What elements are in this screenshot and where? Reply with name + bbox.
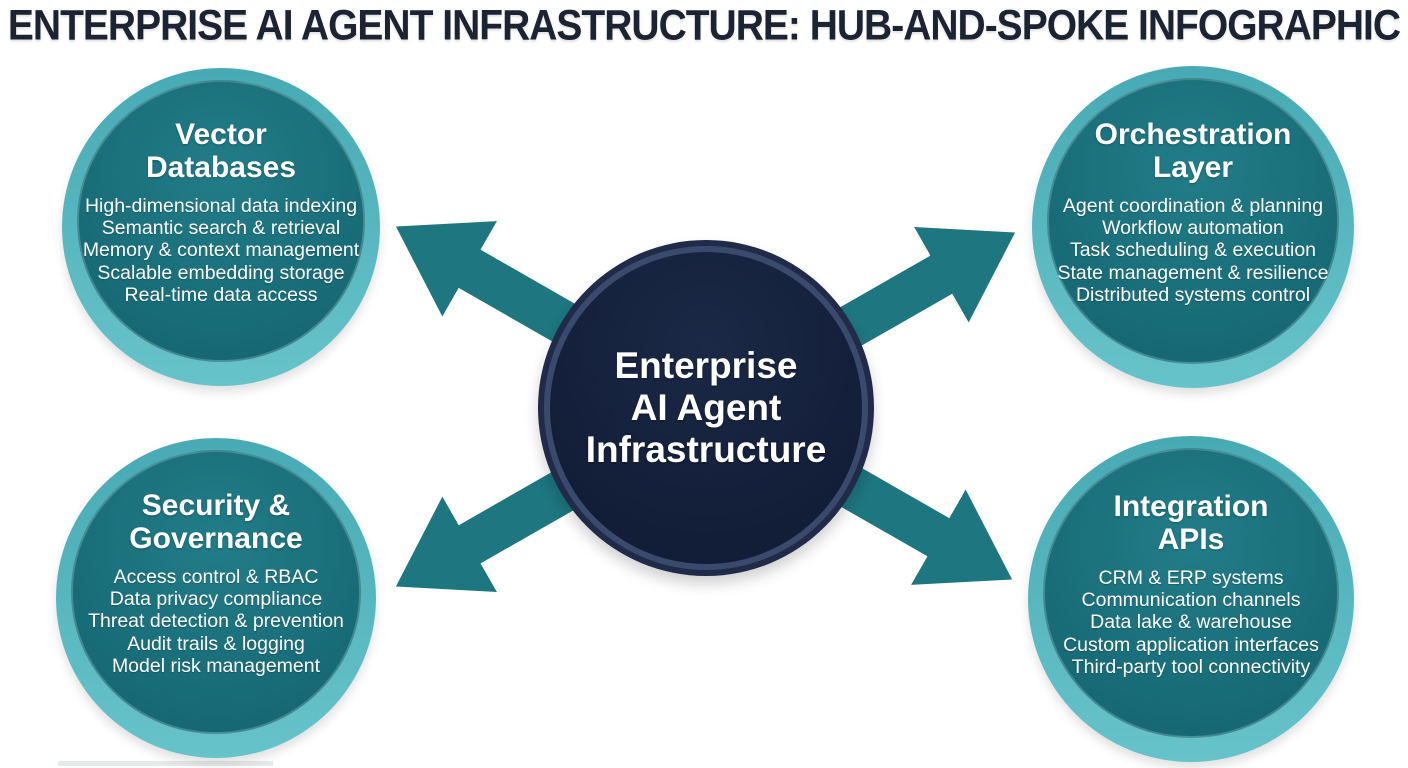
node-item: Third-party tool connectivity xyxy=(1071,655,1311,678)
node-item: Threat detection & prevention xyxy=(88,610,344,633)
node-item: Memory & context management xyxy=(82,239,360,262)
node-item-list: High-dimensional data indexing Semantic … xyxy=(83,195,359,306)
node-security-governance: Security & Governance Access control & R… xyxy=(56,438,376,758)
node-item: State management & resilience xyxy=(1057,261,1329,284)
node-item: Distributed systems control xyxy=(1075,283,1311,306)
node-item: Model risk management xyxy=(111,654,321,677)
node-heading-line: Orchestration xyxy=(1094,117,1292,151)
node-item: Audit trails & logging xyxy=(127,632,305,655)
node-item: High-dimensional data indexing xyxy=(84,194,358,217)
node-item: Communication channels xyxy=(1081,589,1301,612)
node-heading-line: Layer xyxy=(1152,150,1234,184)
node-item: Scalable embedding storage xyxy=(97,261,345,284)
hub-body: Enterprise AI Agent Infrastructure xyxy=(544,246,868,570)
node-item: Agent coordination & planning xyxy=(1062,194,1324,217)
node-heading-line: Integration xyxy=(1113,489,1269,523)
hub-label-line: Infrastructure xyxy=(585,429,827,471)
node-item: Access control & RBAC xyxy=(113,565,319,588)
node-heading-line: Security & xyxy=(141,488,291,522)
node-item: Data privacy compliance xyxy=(109,588,323,611)
node-security-governance-body: Security & Governance Access control & R… xyxy=(71,450,361,734)
page-title: ENTERPRISE AI AGENT INFRASTRUCTURE: HUB-… xyxy=(7,2,1401,50)
hub-label-line: Enterprise xyxy=(614,344,798,386)
node-heading-line: Databases xyxy=(145,150,297,184)
node-heading-line: Governance xyxy=(129,521,303,555)
node-heading: Orchestration Layer xyxy=(1095,118,1292,184)
node-item: Custom application interfaces xyxy=(1063,633,1319,656)
node-item-list: CRM & ERP systems Communication channels… xyxy=(1063,567,1319,678)
bottom-crop-artifact xyxy=(58,761,273,766)
node-item-list: Access control & RBAC Data privacy compl… xyxy=(88,566,344,677)
node-item: Workflow automation xyxy=(1102,217,1284,240)
node-item-list: Agent coordination & planning Workflow a… xyxy=(1058,195,1329,306)
node-vector-databases: Vector Databases High-dimensional data i… xyxy=(62,68,380,386)
node-heading: Integration APIs xyxy=(1114,490,1269,556)
node-item: Data lake & warehouse xyxy=(1090,611,1292,634)
node-integration-apis-body: Integration APIs CRM & ERP systems Commu… xyxy=(1043,448,1339,738)
node-item: Task scheduling & execution xyxy=(1069,239,1317,262)
node-item: Real-time data access xyxy=(124,283,318,306)
node-item: Semantic search & retrieval xyxy=(101,217,341,240)
node-orchestration-layer: Orchestration Layer Agent coordination &… xyxy=(1032,66,1354,388)
node-heading-line: APIs xyxy=(1157,522,1225,556)
hub-circle: Enterprise AI Agent Infrastructure xyxy=(538,240,874,576)
hub-label-line: AI Agent xyxy=(630,386,782,428)
node-orchestration-layer-body: Orchestration Layer Agent coordination &… xyxy=(1047,78,1339,364)
node-item: CRM & ERP systems xyxy=(1098,566,1284,589)
hub-label: Enterprise AI Agent Infrastructure xyxy=(586,345,827,472)
node-heading: Security & Governance xyxy=(129,489,302,555)
node-heading-line: Vector xyxy=(175,117,267,151)
node-vector-databases-body: Vector Databases High-dimensional data i… xyxy=(77,80,365,362)
node-integration-apis: Integration APIs CRM & ERP systems Commu… xyxy=(1028,436,1354,762)
node-heading: Vector Databases xyxy=(146,118,296,184)
